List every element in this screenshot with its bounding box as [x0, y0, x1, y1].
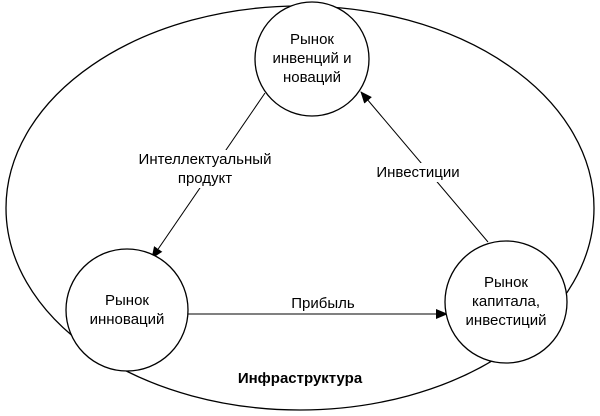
edge-label-intellectual-product: Интеллектуальный продукт: [122, 150, 288, 188]
edge-label-investment: Инвестиции: [363, 163, 473, 182]
node-circle-innovations-market: [65, 248, 189, 372]
edge-label-profit: Прибыль: [280, 294, 366, 313]
node-circle-inventions-market: [254, 1, 370, 117]
node-label-capital-market: Рынок капитала, инвестиций: [465, 274, 547, 329]
infrastructure-caption: Инфраструктура: [237, 370, 363, 387]
node-label-inventions-market: Рынок инвенций и новаций: [272, 31, 352, 86]
node-circle-capital-market: [444, 240, 568, 364]
node-label-innovations-market: Рынок инноваций: [89, 292, 165, 328]
